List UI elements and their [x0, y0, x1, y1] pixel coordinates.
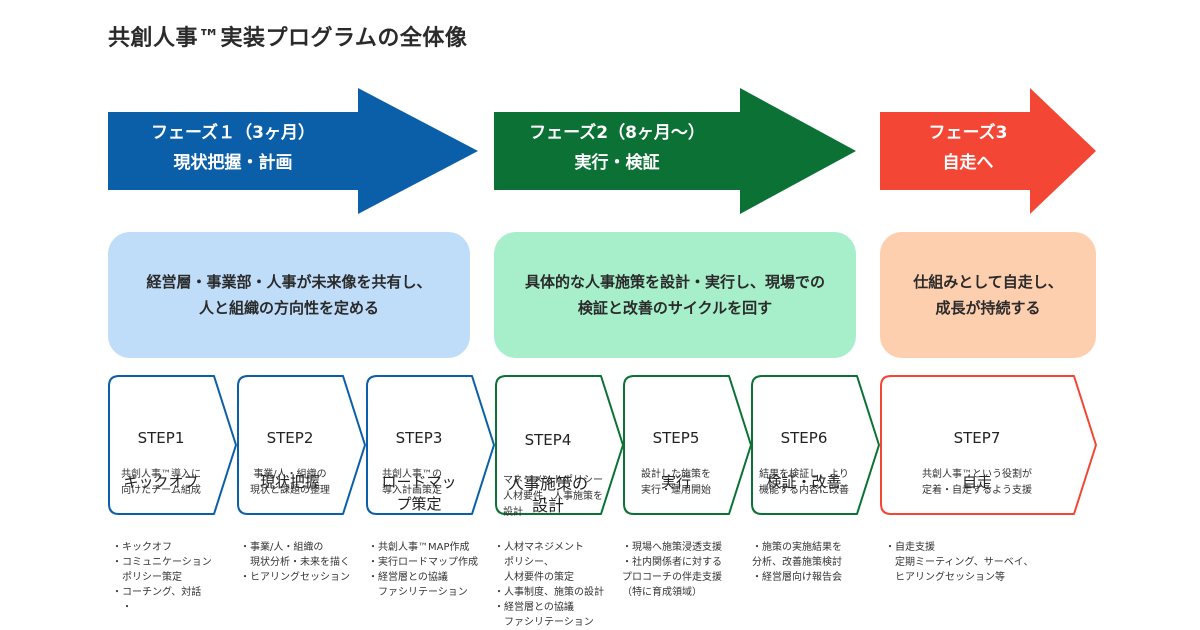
step-5-number: STEP5 [652, 429, 700, 447]
step-1-chevron-shape [108, 375, 237, 515]
phase-1-arrow-shape [108, 88, 478, 214]
step-4-name: 人事施策の 設計 [507, 474, 588, 515]
step-2-card: STEP2 現状把握 事業/人・組織の 現状と課題の整理 [237, 375, 367, 515]
step-1-activities: ・キックオフ ・コミュニケーション ポリシー策定 ・コーチング、対話 ・ [112, 542, 212, 613]
step-2-chevron-shape [237, 375, 366, 515]
step-6-number: STEP6 [780, 429, 828, 447]
phase-3-goal-text: 仕組みとして自走し、 成長が持続する [913, 273, 1063, 317]
phase-2-arrow-shape [494, 88, 856, 214]
step-7-name: 自走 [961, 473, 992, 491]
step-3-chevron-shape [366, 375, 495, 515]
phase-2-arrow: フェーズ2（8ヶ月〜） 実行・検証 [494, 88, 856, 214]
step-2-description: 事業/人・組織の 現状と課題の整理 [250, 469, 330, 496]
step-5-name: 実行 [660, 473, 691, 491]
step-4-activities: ・人材マネジメント ポリシー、 人材要件の策定 ・人事制度、施策の設計 ・経営層… [494, 542, 604, 628]
phase-3-title: フェーズ3 [928, 123, 1008, 143]
step-5-description: 設計した施策を 実行・運用開始 [641, 469, 711, 496]
step-7-card: STEP7 自走 共創人事™という役割が 定着・自走するよう支援 [880, 375, 1098, 515]
step-6-description: 結果を検証し、より 機能する内容に改善 [759, 469, 849, 496]
step-1-number: STEP1 [137, 429, 185, 447]
phase-1-goal-text: 経営層・事業部・人事が未来像を共有し、 人と組織の方向性を定める [146, 273, 432, 317]
step-5-chevron-shape [623, 375, 752, 515]
phase-3-arrow: フェーズ3 自走へ [880, 88, 1096, 214]
step-6-activities: ・施策の実施結果を 分析、改善施策検討 ・経営層向け報告会 [752, 542, 842, 583]
step-4-card: STEP4 人事施策の 設計 マネジメントポリシー 人材要件、人事施策を 設計 [495, 375, 625, 518]
step-7-chevron-shape [880, 375, 1097, 515]
phase-2-goal: 具体的な人事施策を設計・実行し、現場での 検証と改善のサイクルを回す [494, 232, 856, 358]
step-7-activities: ・自走支援 定期ミーティング、サーベイ、 ヒアリングセッション等 [885, 542, 1034, 583]
step-5-card: STEP5 実行 設計した施策を 実行・運用開始 [623, 375, 753, 515]
step-5-activities: ・現場へ施策浸透支援 ・社内関係者に対する プロコーチの伴走支援 （特に育成領域… [622, 542, 722, 598]
step-6-card: STEP6 検証・改善 結果を検証し、より 機能する内容に改善 [751, 375, 881, 515]
phase-1-title: フェーズ１（3ヶ月） [151, 123, 315, 143]
step-3-description: 共創人事™の 導入計画策定 [382, 469, 442, 496]
step-6-chevron-shape [751, 375, 880, 515]
step-2-activities: ・事業/人・組織の 現状分析・未来を描く ・ヒアリングセッション [240, 542, 350, 583]
phase-3-goal: 仕組みとして自走し、 成長が持続する [880, 232, 1096, 358]
step-1-name: キックオフ [123, 473, 199, 491]
phase-1-arrow: フェーズ１（3ヶ月） 現状把握・計画 [108, 88, 478, 214]
phase-2-goal-text: 具体的な人事施策を設計・実行し、現場での 検証と改善のサイクルを回す [524, 273, 825, 317]
step-6-name: 検証・改善 [766, 473, 842, 491]
phase-2-title: フェーズ2（8ヶ月〜） [529, 123, 705, 143]
step-4-description: マネジメントポリシー 人材要件、人事施策を 設計 [503, 475, 603, 518]
page-title: 共創人事™実装プログラムの全体像 [108, 26, 468, 51]
step-3-card: STEP3 ロードマッ プ策定 共創人事™の 導入計画策定 [366, 375, 496, 515]
step-7-number: STEP7 [953, 429, 1001, 447]
step-4-number: STEP4 [524, 431, 572, 449]
phase-3-subtitle: 自走へ [942, 153, 994, 173]
phase-3-arrow-shape [880, 88, 1096, 214]
step-3-name: ロードマッ プ策定 [381, 473, 457, 513]
step-7-description: 共創人事™という役割が 定着・自走するよう支援 [922, 469, 1032, 496]
phase-1-subtitle: 現状把握・計画 [173, 153, 293, 173]
step-3-activities: ・共創人事™MAP作成 ・実行ロードマップ作成 ・経営層との協議 ファシリテーシ… [368, 542, 478, 598]
step-2-number: STEP2 [266, 429, 314, 447]
step-1-description: 共創人事™導入に 向けたチーム組成 [121, 469, 201, 496]
phase-2-subtitle: 実行・検証 [574, 153, 660, 173]
step-2-name: 現状把握 [259, 473, 320, 491]
step-3-number: STEP3 [395, 429, 443, 447]
phase-1-goal: 経営層・事業部・人事が未来像を共有し、 人と組織の方向性を定める [108, 232, 470, 358]
step-1-card: STEP1 キックオフ 共創人事™導入に 向けたチーム組成 [108, 375, 238, 515]
step-4-chevron-shape [495, 375, 624, 515]
